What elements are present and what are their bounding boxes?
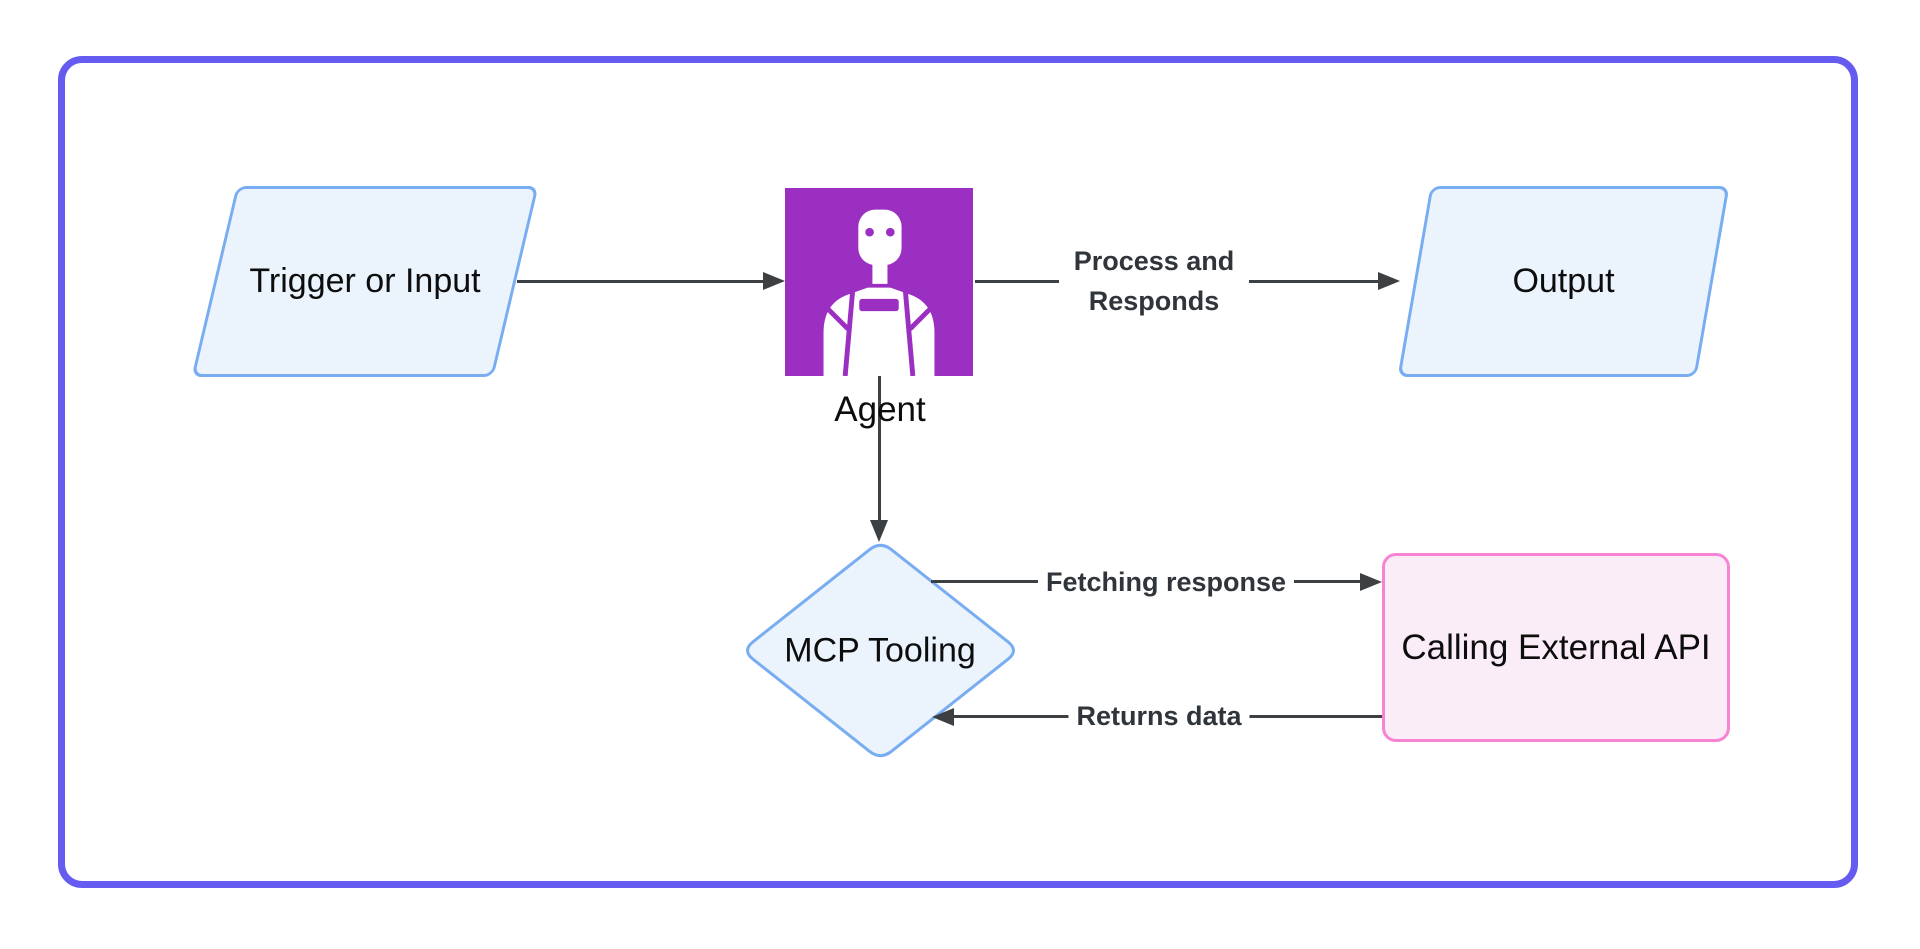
node-trigger-or-input: Trigger or Input xyxy=(191,186,539,377)
robot-icon xyxy=(785,188,973,376)
node-output-label: Output xyxy=(1512,262,1615,300)
arrowhead-right-icon xyxy=(1360,573,1382,591)
edge-label-fetching-response: Fetching response xyxy=(1037,562,1295,602)
arrowhead-right-icon xyxy=(1378,272,1400,290)
edge-label-process-and-responds: Process and Responds xyxy=(1059,241,1249,321)
arrowhead-right-icon xyxy=(763,272,785,290)
node-calling-external-api: Calling External API xyxy=(1382,553,1730,742)
node-agent-label: Agent xyxy=(834,390,926,429)
edge-trigger-to-agent-line xyxy=(517,280,765,283)
edge-agent-to-mcp-line xyxy=(878,376,881,521)
arrowhead-left-icon xyxy=(932,708,954,726)
node-mcp-tooling-shape xyxy=(746,543,1015,758)
node-trigger-label: Trigger or Input xyxy=(249,262,481,300)
arrowhead-down-icon xyxy=(870,520,888,542)
node-calling-external-api-label: Calling External API xyxy=(1401,627,1711,667)
node-mcp-tooling-label: MCP Tooling xyxy=(784,631,976,670)
edge-label-returns-data: Returns data xyxy=(1068,696,1250,736)
node-agent xyxy=(785,188,973,376)
node-output: Output xyxy=(1397,186,1730,377)
diagram-frame xyxy=(58,56,1858,888)
